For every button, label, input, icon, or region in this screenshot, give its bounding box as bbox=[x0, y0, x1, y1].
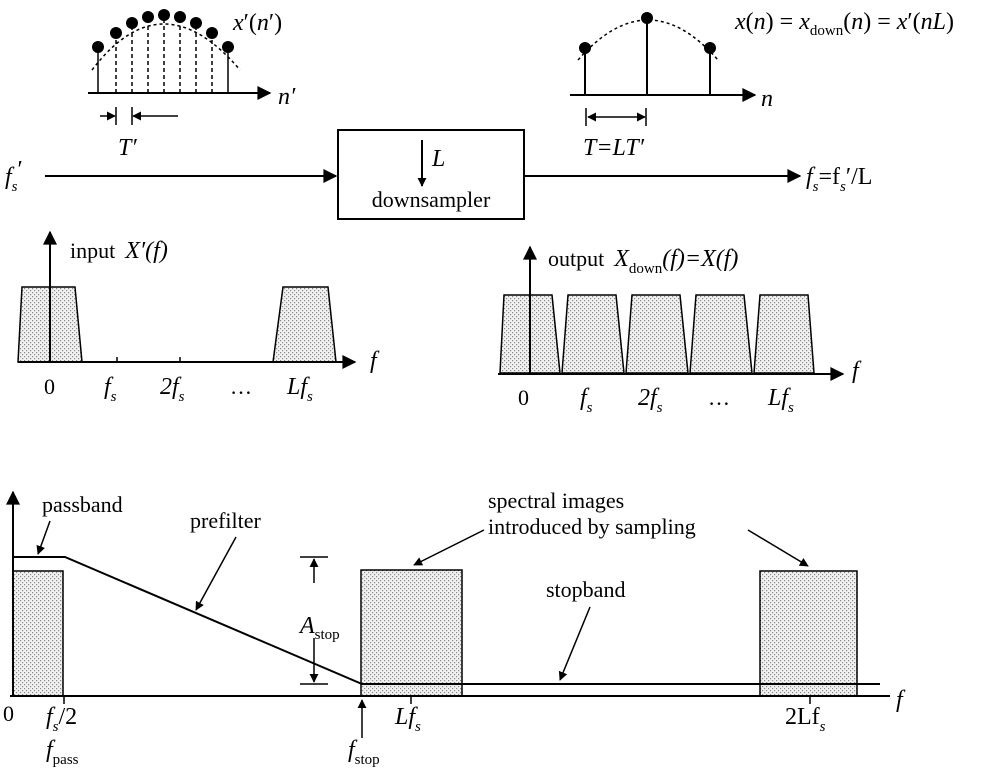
spectral-image-block-2 bbox=[759, 570, 858, 697]
prefilter-tick-zero: 0 bbox=[3, 701, 14, 726]
input-tick-ellipsis: … bbox=[230, 374, 252, 399]
prefilter-fstop-label: fstop bbox=[348, 737, 380, 768]
input-period-label: T′ bbox=[118, 135, 137, 161]
passband-label: passband bbox=[42, 492, 123, 517]
spectral-images-arrow-1 bbox=[413, 529, 485, 566]
prefilter-arrow bbox=[195, 536, 237, 611]
output-samples bbox=[584, 18, 711, 95]
prefilter-label: prefilter bbox=[190, 508, 262, 533]
stopband-arrow bbox=[558, 606, 591, 681]
output-period-marker bbox=[585, 108, 647, 126]
input-tick-2fs: 2fs bbox=[160, 374, 185, 405]
input-sample-dots bbox=[92, 9, 234, 53]
passband-spectrum-block bbox=[12, 570, 64, 697]
output-sequence-label: x(n) = xdown(n) = x′(nL) bbox=[734, 9, 954, 39]
prefilter-tick-fs-half: fs/2 bbox=[46, 704, 77, 735]
input-rate-label: fs′ bbox=[5, 157, 23, 195]
input-samples bbox=[97, 15, 229, 93]
input-tick-lfs: Lfs bbox=[286, 374, 313, 405]
prefilter-response-curve bbox=[13, 556, 880, 685]
input-tick-zero: 0 bbox=[44, 374, 55, 399]
output-tick-2fs: 2fs bbox=[638, 385, 663, 416]
downsampler-box bbox=[337, 129, 525, 220]
input-spectrum-axis-variable: f bbox=[370, 348, 380, 374]
passband-arrow bbox=[36, 520, 51, 555]
input-tick-fs: fs bbox=[104, 374, 117, 405]
spectral-images-arrow-2 bbox=[747, 529, 809, 567]
output-spectrum-lobes bbox=[499, 294, 815, 374]
stopband-label: stopband bbox=[546, 577, 625, 602]
downsampler-block-diagram: fs′ L downsampler fs=fs′/L bbox=[5, 129, 872, 220]
input-axis-variable: n′ bbox=[278, 84, 296, 110]
input-sequence-label: x′(n′) bbox=[232, 10, 282, 36]
spectral-image-block-1 bbox=[360, 569, 463, 697]
output-tick-zero: 0 bbox=[518, 385, 529, 410]
output-tick-fs: fs bbox=[580, 385, 593, 416]
output-tick-lfs: Lfs bbox=[767, 385, 794, 416]
input-sequence-plot: x′(n′) n′ T′ bbox=[88, 9, 296, 161]
output-sequence-plot: x(n) = xdown(n) = x′(nL) n T=LT′ bbox=[570, 9, 954, 161]
prefilter-axis-variable: f bbox=[896, 687, 906, 713]
attenuation-marker bbox=[300, 556, 328, 685]
output-spectrum-axis-variable: f bbox=[852, 358, 862, 384]
input-image-lobe bbox=[272, 286, 337, 363]
spectral-images-label-line1: spectral images bbox=[488, 488, 624, 513]
prefilter-tick-2lfs: 2Lfs bbox=[785, 704, 826, 735]
prefilter-plot: Astop passband prefilter spectral images… bbox=[3, 488, 906, 768]
input-period-marker bbox=[100, 107, 178, 125]
output-axis-variable: n bbox=[761, 86, 773, 112]
prefilter-fpass-label: fpass bbox=[46, 737, 79, 768]
output-period-label: T=LT′ bbox=[583, 135, 645, 161]
output-tick-ellipsis: … bbox=[708, 385, 730, 410]
output-sample-dots bbox=[579, 12, 716, 54]
output-rate-label: fs=fs′/L bbox=[806, 164, 872, 195]
downsampler-name: downsampler bbox=[372, 187, 491, 212]
spectral-images-label-line2: introduced by sampling bbox=[488, 514, 696, 539]
downsample-factor: L bbox=[431, 146, 445, 172]
prefilter-tick-lfs: Lfs bbox=[394, 704, 421, 735]
attenuation-label: Astop bbox=[298, 613, 340, 643]
input-sequence-envelope bbox=[91, 23, 241, 71]
